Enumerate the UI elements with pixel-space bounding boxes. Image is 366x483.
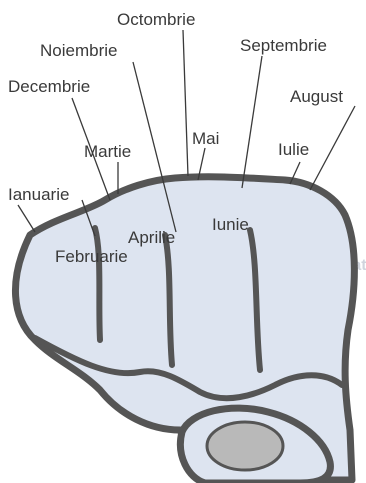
label-octombrie: Octombrie — [117, 10, 195, 29]
label-decembrie: Decembrie — [8, 77, 90, 96]
label-ianuarie: Ianuarie — [8, 185, 69, 204]
label-noiembrie: Noiembrie — [40, 41, 117, 60]
label-aprilie: Aprilie — [128, 228, 175, 247]
label-septembrie: Septembrie — [240, 36, 327, 55]
label-iulie: Iulie — [278, 140, 309, 159]
label-februarie: Februarie — [55, 247, 128, 266]
label-iunie: Iunie — [212, 215, 249, 234]
thumbnail — [207, 422, 283, 470]
label-august: August — [290, 87, 343, 106]
label-martie: Martie — [84, 142, 131, 161]
label-mai: Mai — [192, 129, 219, 148]
